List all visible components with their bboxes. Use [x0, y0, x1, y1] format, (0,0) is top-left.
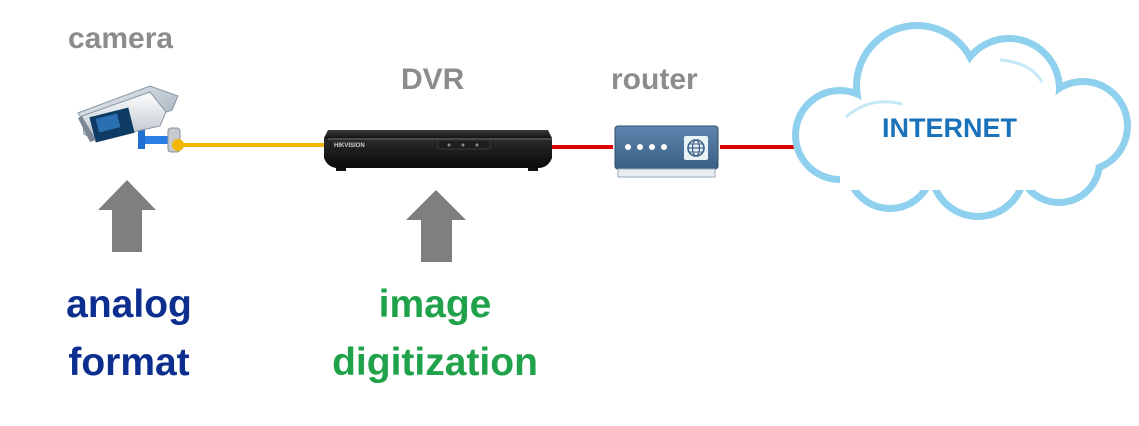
- router-icon: [614, 125, 719, 178]
- internet-cloud-icon: [792, 22, 1131, 220]
- cctv-camera-icon: [77, 85, 184, 153]
- analog-format-caption: analog format: [45, 276, 213, 392]
- up-arrow-icon-camera: [98, 180, 156, 252]
- analog-caption-line-2: format: [68, 341, 190, 384]
- dvr-brand-text: HIKVISION: [334, 143, 365, 149]
- analog-caption-line-1: analog: [66, 283, 192, 326]
- up-arrow-icon-dvr: [406, 190, 466, 262]
- internet-label: INTERNET: [882, 113, 1017, 143]
- dvr-recorder-icon: HIKVISION: [324, 130, 552, 171]
- digitization-caption-line-1: image: [378, 283, 492, 326]
- dvr-label: DVR: [401, 63, 465, 96]
- digitization-caption-line-2: digitization: [332, 341, 538, 384]
- image-digitization-caption: image digitization: [300, 276, 570, 392]
- router-label: router: [611, 63, 698, 96]
- camera-label: camera: [68, 22, 174, 55]
